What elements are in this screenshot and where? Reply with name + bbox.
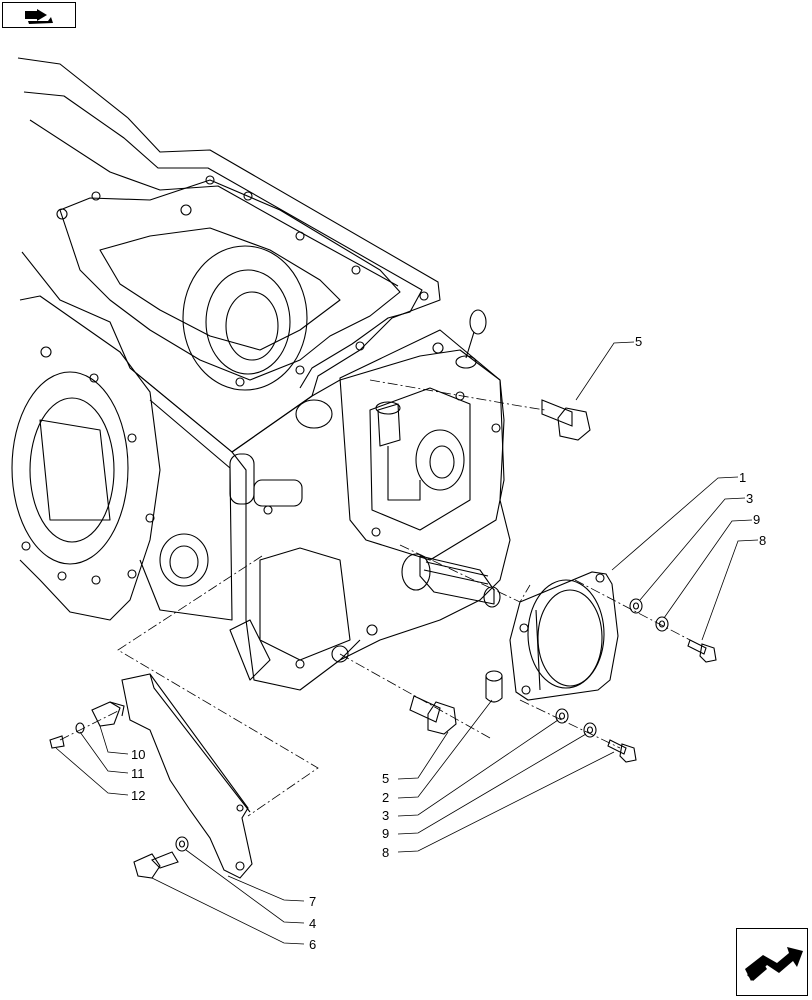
callout-6: 6 [309,937,316,952]
callout-9-bottom: 9 [382,826,389,841]
washers [75,598,669,852]
assembly-axes [59,379,691,817]
callout-4: 4 [309,916,316,931]
callout-5-top: 5 [635,334,642,349]
callout-12: 12 [131,788,145,803]
next-page-button[interactable] [736,928,808,996]
spacer-bushing [485,670,503,703]
callout-8-bottom: 8 [382,845,389,860]
socket-screws [49,639,717,763]
callout-10: 10 [131,747,145,762]
transmission-housing [11,57,511,691]
next-page-arrow-icon [745,947,803,981]
support-bracket [121,673,253,879]
pto-guard [509,571,619,701]
leader-lines [55,341,759,945]
hex-bolts [133,399,591,879]
callout-3-bottom: 3 [382,808,389,823]
callout-8-top: 8 [759,533,766,548]
callout-1: 1 [739,470,746,485]
callout-3-top: 3 [746,491,753,506]
back-to-index-button[interactable] [2,2,76,28]
book-arrow-icon [25,9,53,24]
callout-labels: 1 2 3 3 4 5 5 6 7 8 8 9 9 10 11 12 [131,334,766,952]
callout-9-top: 9 [753,512,760,527]
callout-5-bottom: 5 [382,771,389,786]
callout-7: 7 [309,894,316,909]
callout-2: 2 [382,790,389,805]
callout-11: 11 [131,766,145,781]
retaining-clip [91,701,125,727]
